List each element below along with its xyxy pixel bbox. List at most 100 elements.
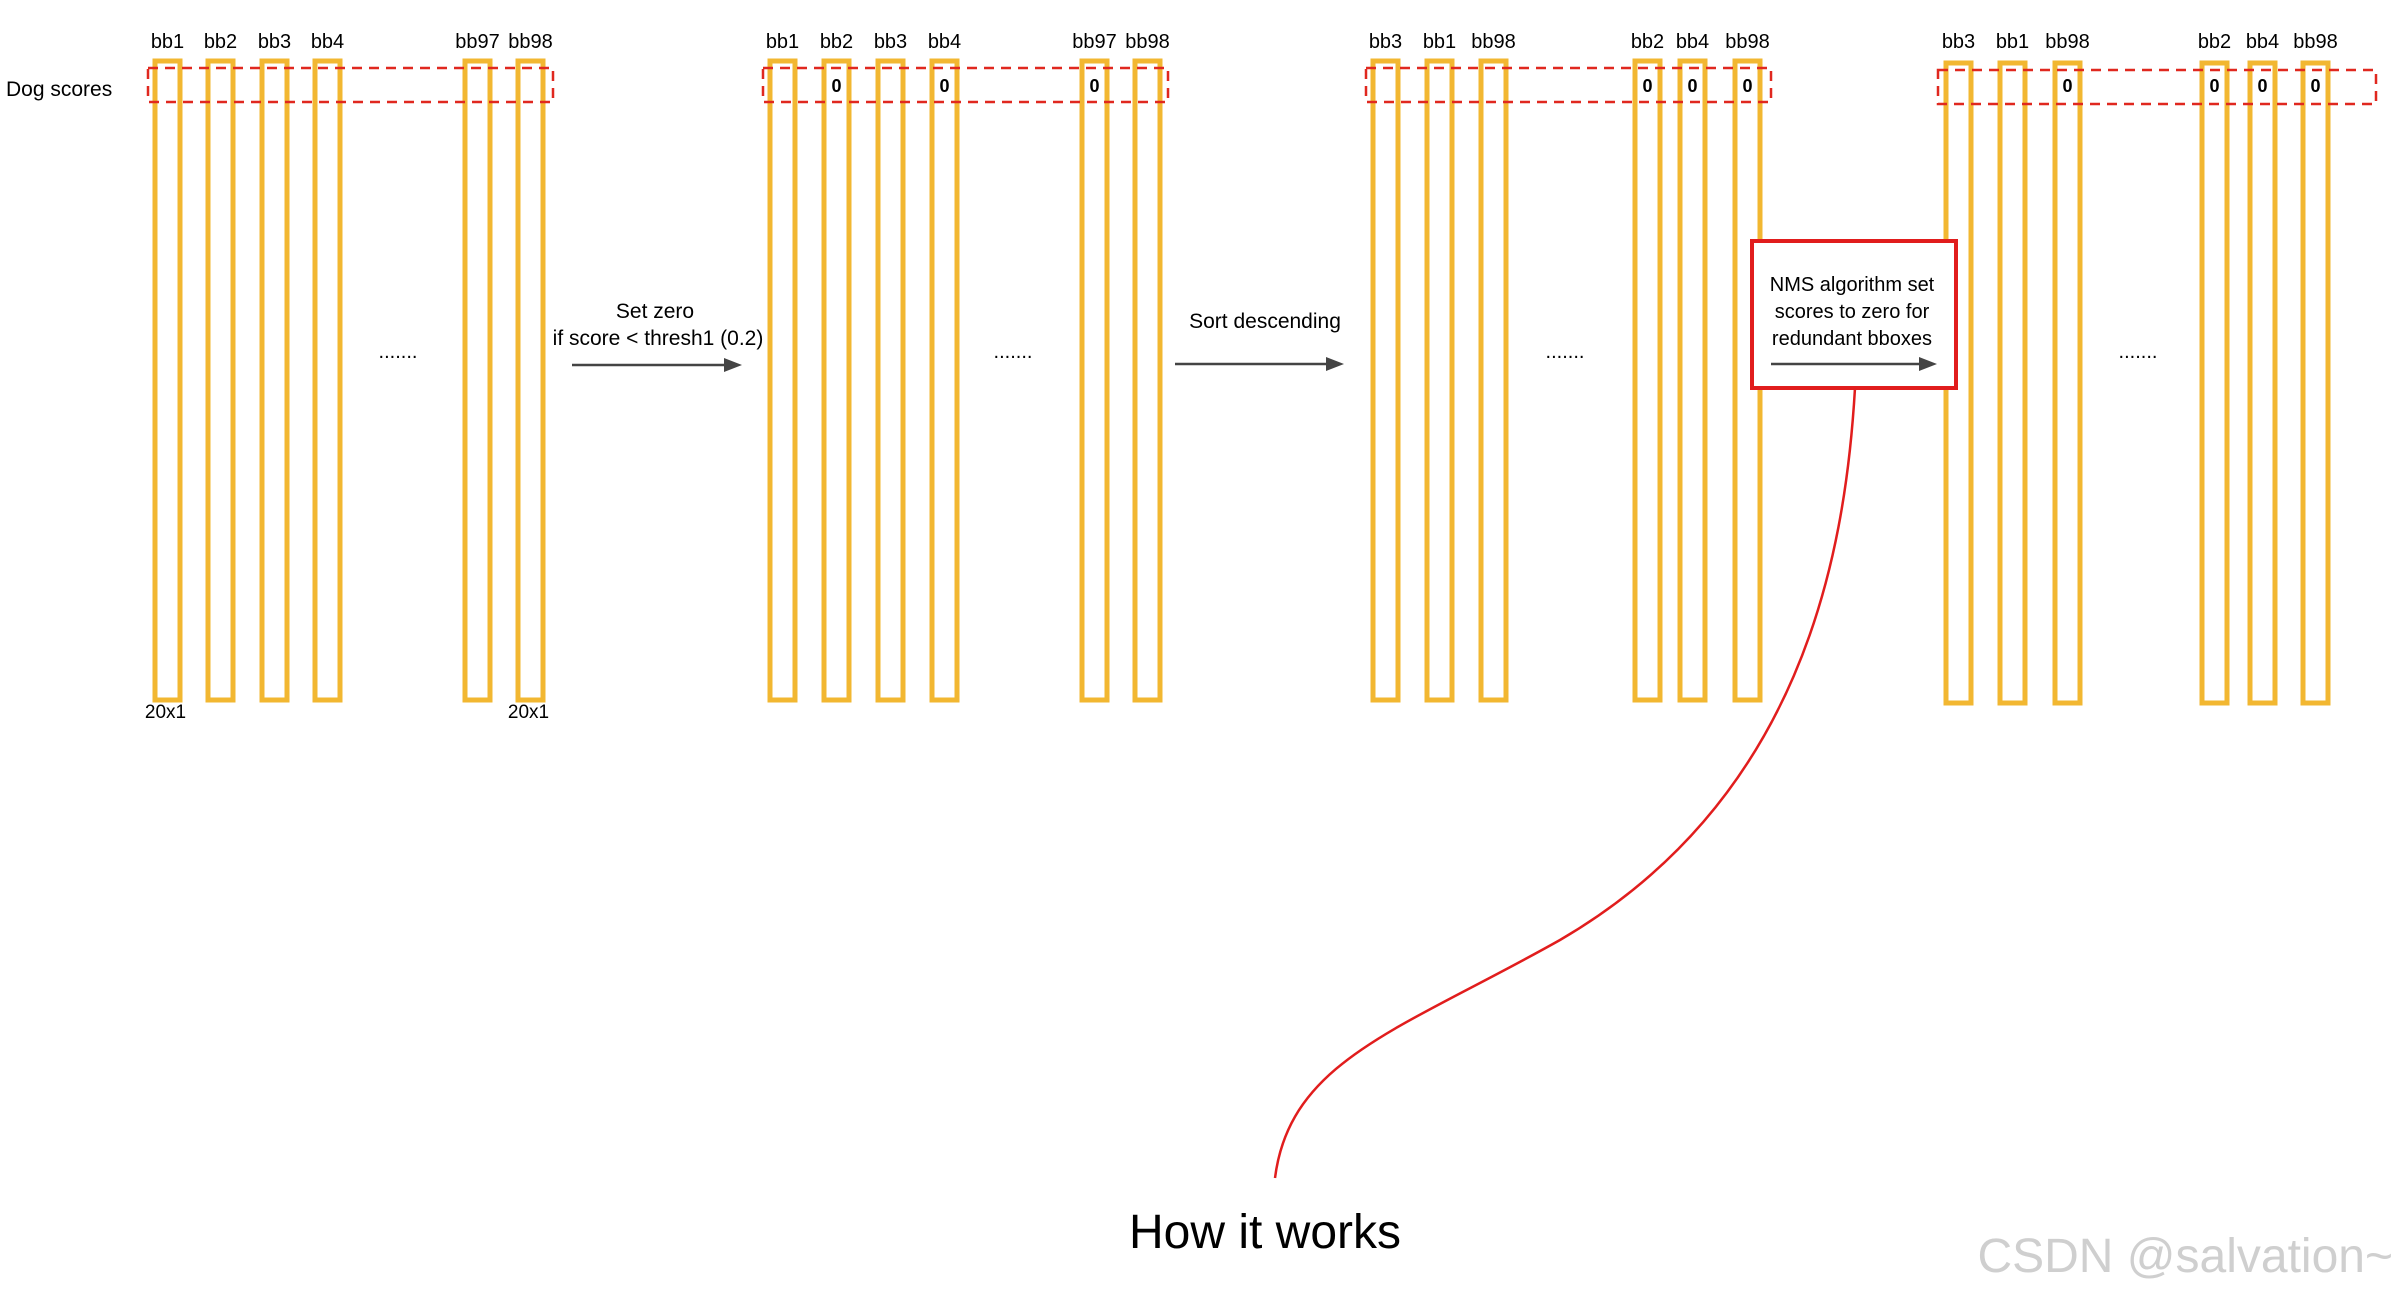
bbox-label: bb4 xyxy=(1676,31,1709,53)
bbox-label: bb3 xyxy=(1942,31,1975,53)
transition-text-line: NMS algorithm set xyxy=(1770,274,1935,296)
score-column: bb98 0 xyxy=(2045,31,2090,706)
score-column: bb97 xyxy=(455,31,500,703)
zero-score-label: 0 xyxy=(939,76,949,96)
score-vector-bar xyxy=(1677,58,1708,703)
row-label: Dog scores xyxy=(6,78,112,101)
bbox-label: bb98 xyxy=(508,31,553,53)
bbox-label: bb97 xyxy=(455,31,500,53)
score-vector-bar xyxy=(259,58,290,703)
score-column: bb4 0 xyxy=(928,31,961,703)
arrow-head-icon xyxy=(1919,357,1937,371)
transition-nms: NMS algorithm set scores to zero for red… xyxy=(1273,239,1958,1179)
score-column: bb4 0 xyxy=(2246,31,2279,706)
transition-text-line: Set zero xyxy=(616,300,694,323)
bbox-label: bb98 xyxy=(2293,31,2338,53)
bbox-label: bb3 xyxy=(874,31,907,53)
transition-text-line: if score < thresh1 (0.2) xyxy=(553,327,764,350)
bbox-label: bb97 xyxy=(1072,31,1117,53)
score-column: bb1 xyxy=(151,31,184,703)
score-vector-bar xyxy=(2199,60,2230,706)
transition-set-zero: Set zero if score < thresh1 (0.2) xyxy=(553,300,764,372)
score-stage: bb1 bb2 bb3 bb4 bb97 bb98....... 20x1 20x1 xyxy=(145,31,555,723)
score-vector-bar xyxy=(1079,58,1110,703)
score-vector-bar xyxy=(767,58,798,703)
score-column: bb2 0 xyxy=(820,31,853,703)
transition-text-line: scores to zero for xyxy=(1775,301,1930,323)
score-stage: bb1 bb2 0 bb3 bb4 0 bb97 0 bb98....... xyxy=(761,31,1170,703)
score-column: bb3 xyxy=(1369,31,1402,703)
score-vector-bar xyxy=(1370,58,1401,703)
score-column: bb3 xyxy=(874,31,907,703)
bbox-label: bb98 xyxy=(1125,31,1170,53)
transition-text-line: redundant bboxes xyxy=(1772,328,1932,350)
score-vector-bar xyxy=(2300,60,2331,706)
zero-score-label: 0 xyxy=(1742,76,1752,96)
bbox-label: bb98 xyxy=(2045,31,2090,53)
zero-score-label: 0 xyxy=(831,76,841,96)
score-column: bb98 0 xyxy=(2293,31,2338,706)
bbox-label: bb2 xyxy=(204,31,237,53)
score-vector-bar xyxy=(929,58,960,703)
bbox-label: bb3 xyxy=(258,31,291,53)
bbox-label: bb3 xyxy=(1369,31,1402,53)
transition-sort: Sort descending xyxy=(1175,310,1344,371)
score-column: bb4 xyxy=(311,31,344,703)
score-vector-bar xyxy=(1997,60,2028,706)
zero-score-label: 0 xyxy=(1642,76,1652,96)
vector-dimension-label: 20x1 xyxy=(145,702,186,723)
score-column: bb1 xyxy=(766,31,799,703)
zero-score-label: 0 xyxy=(2209,76,2219,96)
callout-curve xyxy=(1273,387,1857,1179)
score-column: bb97 0 xyxy=(1072,31,1117,703)
ellipsis: ....... xyxy=(994,341,1033,363)
score-column: bb98 xyxy=(1125,31,1170,703)
zero-score-label: 0 xyxy=(2062,76,2072,96)
score-vector-bar xyxy=(1132,58,1163,703)
bbox-label: bb1 xyxy=(1996,31,2029,53)
ellipsis: ....... xyxy=(1546,341,1585,363)
caption: How it works xyxy=(1129,1206,1401,1259)
zero-score-label: 0 xyxy=(2310,76,2320,96)
bbox-label: bb2 xyxy=(820,31,853,53)
score-vector-bar xyxy=(462,58,493,703)
zero-score-label: 0 xyxy=(1687,76,1697,96)
bbox-label: bb4 xyxy=(2246,31,2279,53)
arrow-head-icon xyxy=(1326,357,1344,371)
ellipsis: ....... xyxy=(2119,341,2158,363)
score-column: bb98 xyxy=(1471,31,1516,703)
ellipsis: ....... xyxy=(379,341,418,363)
bbox-label: bb1 xyxy=(766,31,799,53)
transition-text-line: Sort descending xyxy=(1189,310,1341,333)
score-vector-bar xyxy=(1424,58,1455,703)
score-vector-bar xyxy=(2247,60,2278,706)
score-vector-bar xyxy=(875,58,906,703)
score-vector-bar xyxy=(1632,58,1663,703)
score-vector-bar xyxy=(1478,58,1509,703)
bbox-label: bb1 xyxy=(151,31,184,53)
score-column: bb4 0 xyxy=(1676,31,1709,703)
vector-dimension-label: 20x1 xyxy=(508,702,549,723)
bbox-label: bb98 xyxy=(1471,31,1516,53)
dog-score-row-highlight xyxy=(1936,68,2378,106)
bbox-label: bb4 xyxy=(928,31,961,53)
zero-score-label: 0 xyxy=(1089,76,1099,96)
score-column: bb1 xyxy=(1423,31,1456,703)
watermark: CSDN @salvation~ xyxy=(1977,1230,2393,1283)
score-vector-bar xyxy=(2052,60,2083,706)
bbox-label: bb4 xyxy=(311,31,344,53)
score-vector-bar xyxy=(515,58,546,703)
score-column: bb2 xyxy=(204,31,237,703)
score-vector-bar xyxy=(152,58,183,703)
bbox-label: bb1 xyxy=(1423,31,1456,53)
score-vector-bar xyxy=(821,58,852,703)
score-column: bb1 xyxy=(1996,31,2029,706)
zero-score-label: 0 xyxy=(2257,76,2267,96)
arrow-head-icon xyxy=(724,358,742,372)
